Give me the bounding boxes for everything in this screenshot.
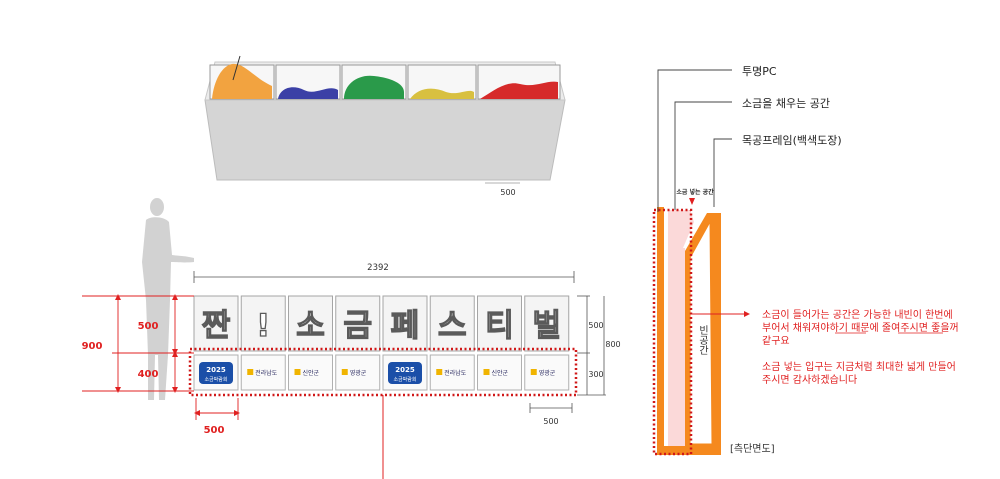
body-shape [142, 217, 194, 400]
logo-text: 전라남도 [444, 369, 467, 377]
badge-year: 2025 [206, 366, 226, 374]
letter-panel [429, 295, 475, 352]
letter-glyph: 벌 [532, 308, 561, 344]
letter-glyph: 금 [343, 308, 372, 344]
letter-glyph: 티 [485, 308, 514, 344]
logo-text: 신안군 [492, 369, 509, 377]
top-dim-500: 500 [500, 188, 515, 197]
dim-400-left: 400 [138, 369, 159, 380]
expo-badge [388, 362, 422, 384]
logo-mark-icon [247, 369, 254, 375]
logo-text: 전라남도 [255, 369, 278, 377]
letter-panel [335, 295, 381, 352]
badge-title: 소금박람회 [393, 376, 416, 383]
note-line-3: 같구요 [762, 335, 790, 347]
dim-total: 2392 [367, 263, 389, 273]
label-pc: 투명PC [742, 65, 777, 78]
logo-mark-icon [483, 369, 490, 375]
salt-orange [212, 63, 272, 99]
dim-900: 900 [82, 341, 103, 352]
leader-salt-space [674, 101, 732, 210]
human-silhouette [142, 198, 194, 400]
section-view: 투명PC 소금을 채우는 공간 목공프레임(백색도장) 소금 넣는 공간 빈공간… [652, 65, 842, 456]
logo-panels: 2025 소금박람회 전라남도 신안군 영광군 2025 소금박람회 전라남도 신안군 영광군 [193, 354, 570, 391]
badge-title: 소금박람회 [204, 376, 227, 383]
salt-space-pink [668, 248, 685, 446]
section-highlight [652, 208, 693, 456]
label-frame: 목공프레임(백색도장) [742, 134, 842, 147]
inlet-arrow [689, 198, 695, 205]
letter-panel [240, 295, 286, 352]
letter-panel [288, 295, 333, 352]
label-empty: 빈공간 [697, 325, 709, 355]
badge-year: 2025 [395, 366, 415, 374]
letter-glyph: 짠 [202, 308, 231, 344]
inlet-pink-area [668, 210, 694, 248]
salt-red [480, 81, 558, 99]
logo-mark-icon [530, 369, 537, 375]
salt-pockets [209, 63, 561, 100]
letter-panel [382, 295, 428, 352]
dim-500-bottom-left: 500 [204, 425, 225, 436]
section-caption: [측단면도] [730, 443, 775, 455]
dim-300-right: 300 [588, 370, 603, 379]
logo-mark-icon [294, 369, 301, 375]
box-front-face [204, 99, 566, 181]
salt-green [344, 75, 404, 99]
letter-panel [193, 295, 239, 352]
head-shape [150, 198, 164, 216]
dim-500-left: 500 [138, 321, 159, 332]
letter-glyph: 소 [296, 308, 325, 344]
salt-yellow [410, 88, 474, 99]
note-line-1: 소금이 들어가는 공간은 가능한 내빈이 한번에 [762, 309, 953, 321]
dim-800-right: 800 [605, 340, 620, 349]
note-line-5: 주시면 감사하겠습니다 [762, 373, 857, 386]
logo-mark-icon [341, 369, 348, 375]
red-notes: 소금이 들어가는 공간은 가능한 내빈이 한번에 부어서 채워져야하기 때문에 … [762, 309, 959, 386]
empty-space [689, 220, 713, 445]
letter-panel [524, 295, 570, 352]
note-line-2: 부어서 채워져야하기 때문에 줄여주시면 좋을꺼 [762, 321, 959, 334]
expo-badge [199, 362, 233, 384]
note-line-4: 소금 넣는 입구는 지금처럼 최대한 넓게 만들어 [762, 360, 956, 373]
logo-text: 신안군 [303, 369, 320, 377]
logo-mark-icon [436, 369, 443, 375]
letter-glyph: ! [256, 308, 270, 344]
letter-panel [477, 295, 522, 352]
leader-frame [713, 138, 732, 207]
logo-text: 영광군 [350, 369, 367, 377]
leader-line [232, 55, 241, 81]
salt-blue [278, 87, 338, 99]
dim-500-bottom-right: 500 [543, 417, 558, 426]
dim-500-right: 500 [588, 321, 603, 330]
letter-glyph: 스 [438, 308, 467, 344]
leader-pc [657, 69, 732, 212]
top-box-view: 500 [204, 55, 566, 197]
logo-text: 영광군 [539, 369, 556, 377]
label-inlet: 소금 넣는 공간 [676, 188, 714, 196]
label-salt-space: 소금을 채우는 공간 [742, 97, 830, 110]
letter-glyph: 페 [391, 308, 420, 344]
